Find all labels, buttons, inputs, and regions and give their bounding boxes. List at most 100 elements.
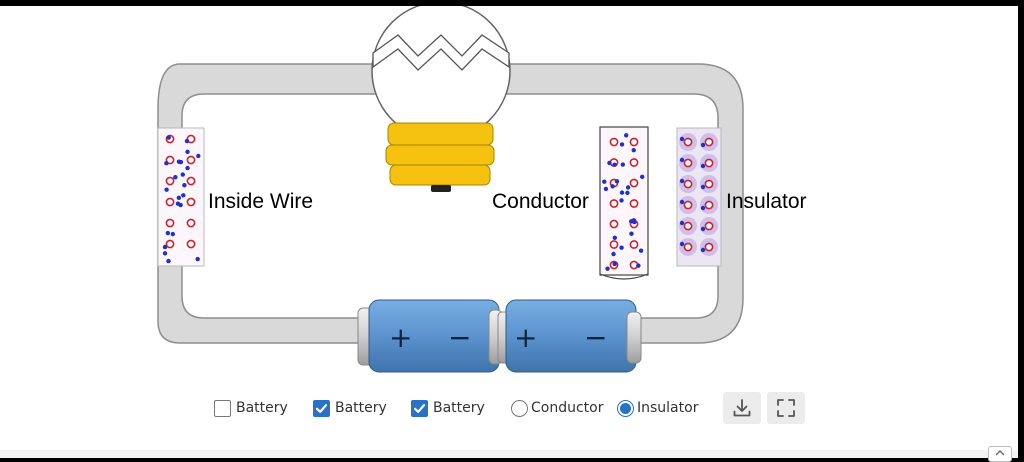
conductor-label: Conductor xyxy=(492,190,589,213)
atom xyxy=(683,179,693,189)
electron xyxy=(700,184,706,190)
electron xyxy=(679,241,685,247)
battery-3-checkbox-control[interactable]: Battery xyxy=(411,396,485,420)
electron xyxy=(185,149,190,155)
atom xyxy=(629,137,639,147)
bulb-filament xyxy=(372,34,510,71)
atom xyxy=(683,242,693,252)
electron xyxy=(165,230,171,236)
electron xyxy=(679,220,685,226)
download-button[interactable] xyxy=(723,392,761,424)
atom xyxy=(704,137,714,147)
chevron-up-icon xyxy=(995,450,1005,456)
electron xyxy=(184,138,190,144)
battery-2-checkbox[interactable] xyxy=(313,399,330,417)
electron xyxy=(700,163,706,169)
battery-2-plus: + xyxy=(514,321,537,354)
conductor-radio[interactable] xyxy=(511,399,528,417)
electron xyxy=(176,195,182,201)
electron xyxy=(679,178,685,184)
electron xyxy=(640,174,645,180)
electron xyxy=(603,186,609,192)
electron xyxy=(679,199,685,205)
electron xyxy=(700,226,706,232)
battery-1[interactable]: + − xyxy=(357,299,503,373)
electron xyxy=(173,175,178,180)
check-icon xyxy=(315,403,328,413)
bulb-glass xyxy=(371,6,511,141)
wire-loop xyxy=(157,63,744,344)
atom xyxy=(683,221,693,231)
battery-1-minus: − xyxy=(448,321,471,354)
electron xyxy=(195,256,200,262)
electron xyxy=(619,245,624,250)
fullscreen-button[interactable] xyxy=(767,392,805,424)
electron xyxy=(620,162,626,167)
electron xyxy=(182,183,187,188)
atom xyxy=(186,176,196,186)
electron xyxy=(170,231,176,237)
atom xyxy=(683,200,693,210)
atom xyxy=(165,155,175,165)
electron xyxy=(181,193,186,198)
bulb-base-top xyxy=(387,122,494,146)
atom xyxy=(609,137,619,147)
inside-wire-window xyxy=(157,127,205,267)
atom xyxy=(629,178,639,188)
light-bulb xyxy=(371,6,511,192)
check-icon xyxy=(413,403,426,413)
battery-3-checkbox-label: Battery xyxy=(433,400,485,416)
electron xyxy=(612,261,617,267)
electron xyxy=(679,136,685,142)
battery-1-checkbox-label: Battery xyxy=(236,400,288,416)
electron xyxy=(625,190,630,196)
battery-3-checkbox[interactable] xyxy=(411,399,428,417)
control-panel: Battery Battery Battery Conductor In xyxy=(0,386,1018,432)
conductor-radio-control[interactable]: Conductor xyxy=(511,396,603,420)
scroll-up-button[interactable] xyxy=(988,446,1012,462)
atom xyxy=(704,200,714,210)
electron xyxy=(602,179,607,184)
atom xyxy=(165,218,175,228)
atom xyxy=(165,197,175,207)
battery-1-checkbox-control[interactable]: Battery xyxy=(214,396,288,420)
fullscreen-icon xyxy=(777,399,795,417)
atom xyxy=(629,158,639,167)
electron xyxy=(607,160,612,166)
battery-1-checkbox[interactable] xyxy=(214,399,231,417)
electron xyxy=(700,205,706,211)
battery-2-checkbox-label: Battery xyxy=(335,400,387,416)
atom xyxy=(704,242,714,252)
insulator-radio[interactable] xyxy=(617,399,634,417)
insulator-radio-control[interactable]: Insulator xyxy=(617,396,698,420)
electron xyxy=(636,263,641,268)
electron xyxy=(700,247,706,253)
page-bottom-strip xyxy=(0,450,1018,458)
insulator-particles xyxy=(679,133,718,256)
battery-1-plus: + xyxy=(389,321,412,354)
electron xyxy=(180,172,185,177)
electron xyxy=(625,185,631,190)
insulator-label: Insulator xyxy=(726,190,807,213)
electron xyxy=(176,159,182,164)
electron xyxy=(700,142,706,148)
electron xyxy=(619,142,625,147)
inside-wire-label: Inside Wire xyxy=(208,190,313,213)
circuit-simulation: Inside Wire Conductor Insulator + − + − xyxy=(157,6,807,373)
electron xyxy=(614,179,620,184)
battery-2-minus: − xyxy=(584,321,607,354)
electron xyxy=(164,187,169,192)
atom xyxy=(609,199,619,208)
electron xyxy=(612,235,618,240)
bulb-base-mid xyxy=(385,144,495,166)
battery-2-checkbox-control[interactable]: Battery xyxy=(313,396,387,420)
electron xyxy=(162,251,168,256)
electron xyxy=(196,153,201,159)
electron xyxy=(638,248,644,253)
electron xyxy=(629,231,634,236)
battery-2[interactable]: + − xyxy=(497,299,642,373)
electron xyxy=(164,161,169,166)
electron xyxy=(679,157,685,163)
electron xyxy=(166,135,171,140)
